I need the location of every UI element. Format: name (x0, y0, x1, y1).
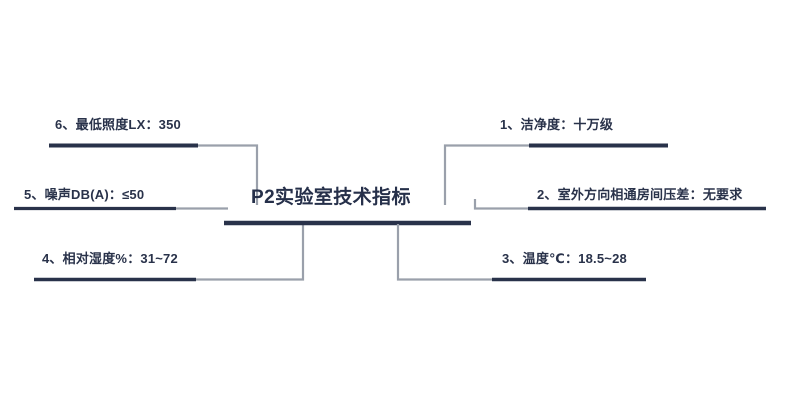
branch-2-connector (473, 199, 528, 210)
branch-label-6: 6、最低照度LX：350 (55, 117, 181, 132)
branch-1-connector (443, 144, 529, 205)
branch-3-connector (396, 224, 492, 281)
branch-label-3: 3、温度℃：18.5~28 (502, 251, 627, 266)
branch-label-5: 5、噪声DB(A)：≤50 (24, 187, 145, 202)
branch-label-2: 2、室外方向相通房间压差：无要求 (537, 187, 743, 202)
branch-4-connector (196, 224, 305, 281)
branch-label-1: 1、洁净度：十万级 (500, 117, 614, 132)
branch-6-connector (198, 144, 259, 205)
branch-label-4: 4、相对湿度%：31~72 (42, 251, 178, 266)
diagram-center-title: P2实验室技术指标 (251, 187, 411, 208)
